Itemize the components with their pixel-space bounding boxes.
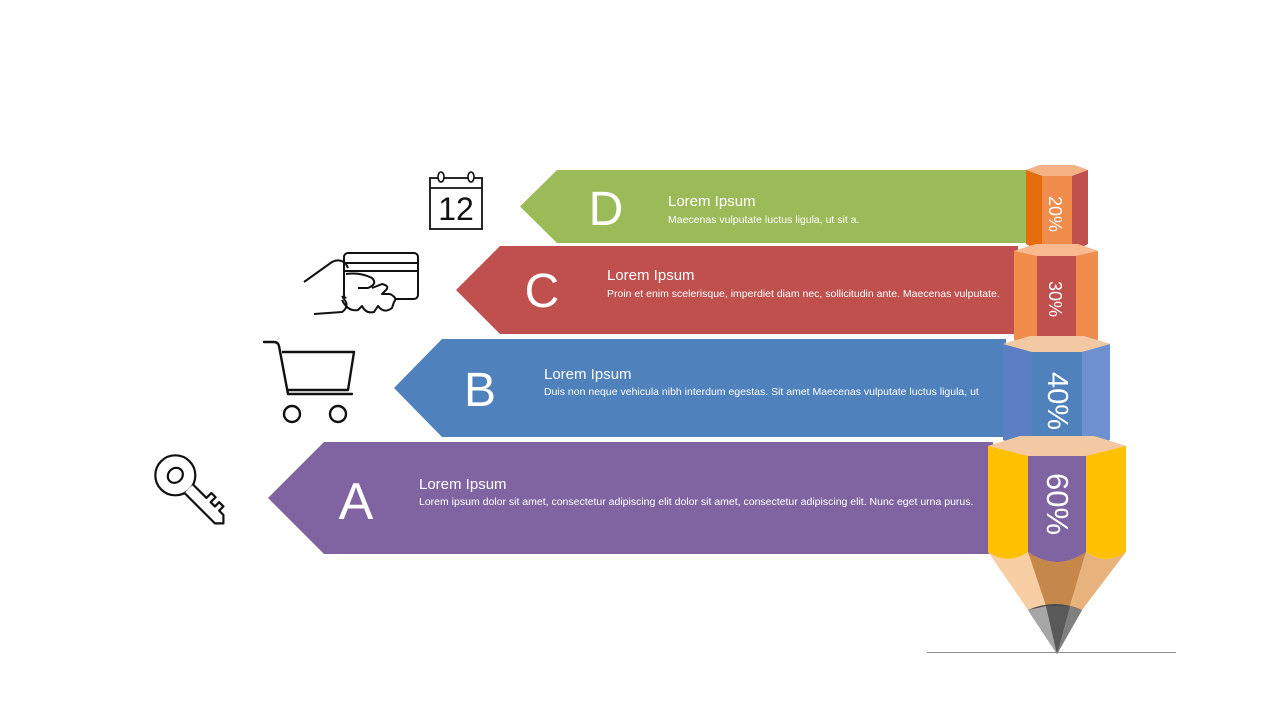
calendar-day-number: 12: [438, 191, 474, 227]
calendar-icon: 12: [428, 170, 484, 232]
banner-c-letter: C: [524, 265, 560, 318]
pencil-segment-b: [1003, 336, 1110, 449]
banner-a-arrow-shape: [268, 442, 993, 554]
banner-d-text: Maecenas vulputate luctus ligula, ut sit…: [668, 214, 860, 226]
banner-b-title: Lorem Ipsum: [544, 366, 632, 383]
shopping-cart-icon: [262, 340, 356, 424]
banner-d: D Lorem Ipsum Maecenas vulputate luctus …: [520, 170, 1030, 243]
key-icon: [154, 454, 225, 525]
banner-d-letter: D: [588, 183, 624, 236]
percent-label-a: 60%: [1040, 472, 1075, 536]
banner-c: C Lorem Ipsum Proin et enim scelerisque,…: [456, 246, 1018, 334]
percent-label-d: 20%: [1045, 195, 1065, 233]
ground-line: [927, 652, 1176, 653]
banner-a-text: Lorem ipsum dolor sit amet, consectetur …: [419, 496, 974, 508]
banner-c-title: Lorem Ipsum: [607, 267, 695, 284]
banner-c-arrow-shape: [456, 246, 1018, 334]
banner-d-title: Lorem Ipsum: [668, 193, 756, 210]
percent-label-c: 30%: [1045, 280, 1065, 318]
banner-a: A Lorem Ipsum Lorem ipsum dolor sit amet…: [268, 442, 993, 554]
percent-label-b: 40%: [1041, 371, 1073, 431]
banner-c-text: Proin et enim scelerisque, imperdiet dia…: [607, 288, 1000, 300]
banner-b-letter: B: [463, 364, 496, 417]
banner-d-arrow-shape: [520, 170, 1030, 243]
banner-b-arrow-shape: [394, 339, 1006, 437]
banner-b-text: Duis non neque vehicula nibh interdum eg…: [544, 386, 979, 398]
pencil-segment-a: [988, 436, 1126, 562]
pencil-tip: [988, 552, 1126, 654]
pencil-segment-c: [1014, 244, 1098, 347]
credit-card-hand-icon: [303, 252, 419, 315]
pencil-graphic: [988, 165, 1126, 654]
banner-b: B Lorem Ipsum Duis non neque vehicula ni…: [394, 339, 1006, 437]
pencil-segment-d: [1026, 165, 1088, 251]
banner-a-letter: A: [338, 473, 374, 531]
banner-a-title: Lorem Ipsum: [419, 476, 507, 493]
